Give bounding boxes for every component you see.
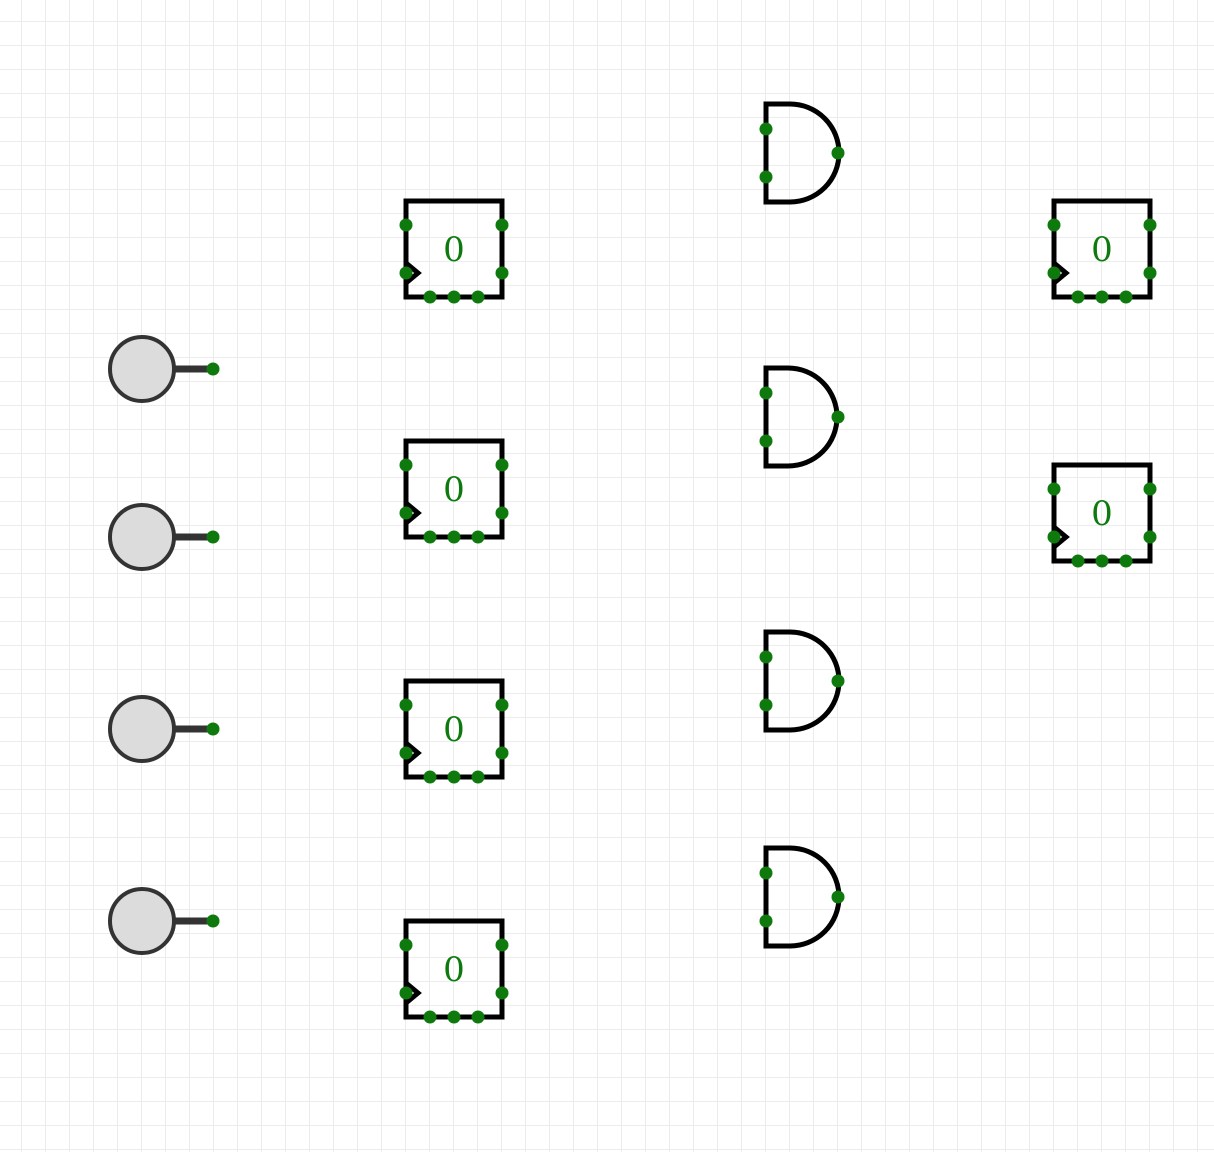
input-switch-3[interactable]	[108, 695, 220, 763]
output-pin[interactable]	[831, 146, 845, 160]
output-pin[interactable]	[495, 218, 509, 232]
bottom-pin[interactable]	[1119, 290, 1133, 304]
clock-pin[interactable]	[399, 986, 413, 1000]
bottom-pin[interactable]	[471, 1010, 485, 1024]
bottom-pin[interactable]	[1095, 554, 1109, 568]
output-pin[interactable]	[495, 506, 509, 520]
clock-symbol	[1052, 261, 1070, 285]
input-switch-2[interactable]	[108, 503, 220, 571]
input-pin[interactable]	[399, 698, 413, 712]
clock-pin[interactable]	[399, 506, 413, 520]
output-pin[interactable]	[1143, 218, 1157, 232]
flip-flop-state: 0	[443, 710, 465, 750]
input-pin[interactable]	[399, 938, 413, 952]
clock-symbol	[404, 261, 422, 285]
input-switch-1[interactable]	[108, 335, 220, 403]
output-pin[interactable]	[831, 890, 845, 904]
clock-symbol	[404, 981, 422, 1005]
bottom-pin[interactable]	[471, 530, 485, 544]
bottom-pin[interactable]	[447, 1010, 461, 1024]
bottom-pin[interactable]	[447, 290, 461, 304]
clock-symbol	[404, 501, 422, 525]
clock-symbol	[404, 741, 422, 765]
flip-flop-5[interactable]: 0	[1047, 198, 1157, 304]
bottom-pin[interactable]	[447, 530, 461, 544]
output-pin[interactable]	[206, 722, 220, 736]
output-pin[interactable]	[1143, 266, 1157, 280]
input-pin[interactable]	[1047, 218, 1061, 232]
flip-flop-state: 0	[443, 230, 465, 270]
and-gate-1[interactable]	[759, 101, 845, 205]
output-pin[interactable]	[831, 410, 845, 424]
flip-flop-6[interactable]: 0	[1047, 462, 1157, 568]
output-pin[interactable]	[206, 362, 220, 376]
switch-knob[interactable]	[108, 503, 176, 571]
bottom-pin[interactable]	[1071, 554, 1085, 568]
bottom-pin[interactable]	[1119, 554, 1133, 568]
input-pin[interactable]	[759, 914, 773, 928]
flip-flop-1[interactable]: 0	[399, 198, 509, 304]
clock-symbol	[1052, 525, 1070, 549]
and-gate-body	[763, 629, 842, 733]
output-pin[interactable]	[495, 698, 509, 712]
input-pin[interactable]	[399, 218, 413, 232]
output-pin[interactable]	[206, 914, 220, 928]
clock-pin[interactable]	[399, 266, 413, 280]
input-pin[interactable]	[759, 698, 773, 712]
bottom-pin[interactable]	[423, 290, 437, 304]
and-gate-body	[763, 845, 842, 949]
switch-knob[interactable]	[108, 695, 176, 763]
and-gate-4[interactable]	[759, 845, 845, 949]
output-pin[interactable]	[1143, 482, 1157, 496]
input-pin[interactable]	[759, 434, 773, 448]
bottom-pin[interactable]	[1071, 290, 1085, 304]
output-pin[interactable]	[831, 674, 845, 688]
output-pin[interactable]	[495, 746, 509, 760]
flip-flop-4[interactable]: 0	[399, 918, 509, 1024]
clock-pin[interactable]	[1047, 266, 1061, 280]
input-pin[interactable]	[759, 122, 773, 136]
and-gate-body	[763, 101, 842, 205]
flip-flop-3[interactable]: 0	[399, 678, 509, 784]
flip-flop-state: 0	[1091, 230, 1113, 270]
clock-pin[interactable]	[1047, 530, 1061, 544]
output-pin[interactable]	[495, 986, 509, 1000]
bottom-pin[interactable]	[471, 770, 485, 784]
output-pin[interactable]	[495, 266, 509, 280]
output-pin[interactable]	[495, 458, 509, 472]
input-pin[interactable]	[759, 170, 773, 184]
flip-flop-state: 0	[1091, 494, 1113, 534]
output-pin[interactable]	[495, 938, 509, 952]
bottom-pin[interactable]	[471, 290, 485, 304]
switch-knob[interactable]	[108, 335, 176, 403]
flip-flop-state: 0	[443, 950, 465, 990]
input-pin[interactable]	[399, 458, 413, 472]
clock-pin[interactable]	[399, 746, 413, 760]
switch-knob[interactable]	[108, 887, 176, 955]
and-gate-2[interactable]	[759, 365, 845, 469]
output-pin[interactable]	[1143, 530, 1157, 544]
input-switch-4[interactable]	[108, 887, 220, 955]
bottom-pin[interactable]	[423, 770, 437, 784]
flip-flop-2[interactable]: 0	[399, 438, 509, 544]
input-pin[interactable]	[1047, 482, 1061, 496]
input-pin[interactable]	[759, 386, 773, 400]
and-gate-3[interactable]	[759, 629, 845, 733]
and-gate-body	[763, 365, 840, 469]
input-pin[interactable]	[759, 866, 773, 880]
bottom-pin[interactable]	[423, 1010, 437, 1024]
bottom-pin[interactable]	[1095, 290, 1109, 304]
bottom-pin[interactable]	[447, 770, 461, 784]
bottom-pin[interactable]	[423, 530, 437, 544]
output-pin[interactable]	[206, 530, 220, 544]
input-pin[interactable]	[759, 650, 773, 664]
flip-flop-state: 0	[443, 470, 465, 510]
